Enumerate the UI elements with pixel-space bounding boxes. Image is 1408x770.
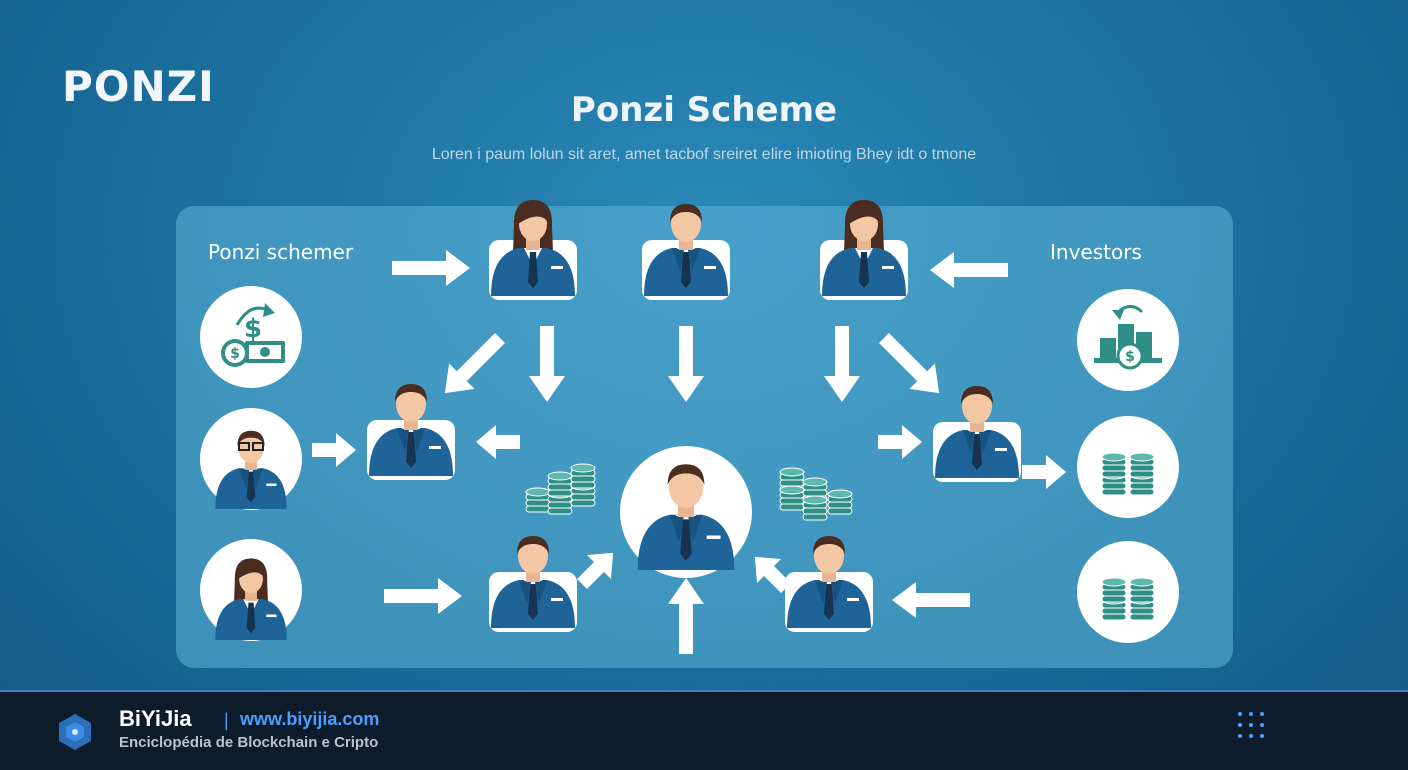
arrow-down-2 <box>668 326 704 402</box>
arrow-investors-to-top <box>930 252 1008 288</box>
money-stack-icon: $ <box>1077 289 1179 391</box>
footer-bar: BiYiJia | www.biyijia.com Enciclopédia d… <box>0 690 1408 770</box>
bottom-left-person <box>489 536 577 632</box>
mid-left-person <box>367 384 455 480</box>
arrow-into-mid-right <box>878 425 922 459</box>
arrow-diag-left <box>432 325 513 406</box>
page-title: Ponzi Scheme <box>570 90 838 130</box>
top-person-1 <box>489 200 577 300</box>
coin-stacks-icon-1 <box>1077 416 1179 518</box>
bottom-right-person <box>785 536 873 632</box>
arrow-down-1 <box>529 326 565 402</box>
dots-grid-icon <box>1238 712 1264 738</box>
coin-stacks-icon-2 <box>1077 541 1179 643</box>
brand-logo-text: PONZI <box>62 62 215 111</box>
arrow-woman-to-bottom <box>384 578 462 614</box>
top-person-3 <box>820 200 908 300</box>
arrow-glasses-to-mid <box>312 433 356 467</box>
label-investors: Investors <box>1050 240 1142 264</box>
coin-pile-right <box>779 467 853 521</box>
footer-brand-name: BiYiJia <box>119 706 192 731</box>
arrow-investors-to-bottom <box>892 582 970 618</box>
hexagon-logo-icon <box>59 714 91 750</box>
arrow-schemer-to-top <box>392 250 470 286</box>
arrow-into-mid-left <box>476 425 520 459</box>
arrow-diag-right <box>871 325 952 406</box>
ponzi-diagram: $ $ $ <box>200 0 1179 654</box>
footer-separator: | <box>224 710 229 730</box>
page-subtitle: Loren i paum lolun sit aret, amet tacbof… <box>431 146 977 163</box>
svg-text:$: $ <box>244 314 262 344</box>
svg-text:$: $ <box>1125 349 1135 365</box>
footer-tagline: Enciclopédia de Blockchain e Cripto <box>119 734 379 751</box>
arrow-down-3 <box>824 326 860 402</box>
central-schemer <box>620 446 752 578</box>
svg-text:$: $ <box>230 346 240 362</box>
person-woman-icon <box>200 539 302 641</box>
money-transfer-icon: $ $ <box>200 286 302 388</box>
arrow-mid-right-to-coins <box>1022 455 1066 489</box>
person-glasses-icon <box>200 408 302 510</box>
top-person-2 <box>642 204 730 300</box>
coin-pile-left <box>525 463 596 515</box>
mid-right-person <box>933 386 1021 482</box>
arrow-up-to-center <box>668 578 704 654</box>
label-ponzi-schemer: Ponzi schemer <box>208 240 354 264</box>
footer-url-link[interactable]: www.biyijia.com <box>240 709 380 729</box>
arrow-bottom-left-to-center <box>569 540 626 597</box>
